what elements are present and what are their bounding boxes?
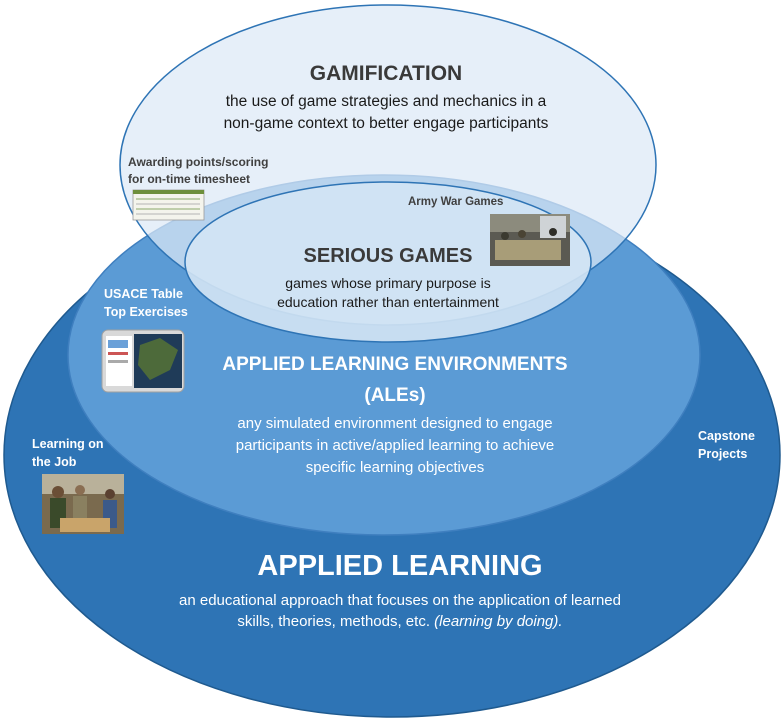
serious-games-title: SERIOUS GAMES (303, 245, 473, 267)
ale-description-line1: any simulated environment designed to en… (237, 415, 553, 432)
learning-on-job-photo (42, 474, 124, 534)
learning-on-job-line1: Learning on (32, 437, 104, 451)
serious-games-description-line2: education rather than entertainment (277, 294, 499, 310)
gamification-description-line2: non-game context to better engage partic… (223, 115, 549, 132)
ale-example-line1: USACE Table (104, 287, 183, 301)
gamification-example-line2: for on-time timesheet (128, 172, 251, 186)
applied-learning-description-line1: an educational approach that focuses on … (179, 592, 621, 609)
ale-title-line1: APPLIED LEARNING ENVIRONMENTS (222, 354, 568, 375)
ale-description-line2: participants in active/applied learning … (235, 437, 555, 454)
gamification-example-line1: Awarding points/scoring (128, 155, 269, 169)
applied-learning-description-line2-plain: skills, theories, methods, etc. (237, 613, 435, 630)
ale-description-line3: specific learning objectives (305, 459, 485, 476)
serious-games-ellipse (184, 181, 592, 343)
army-war-games-photo (490, 214, 570, 266)
applied-learning-description-line2-italic: (learning by doing). (434, 613, 563, 630)
applied-learning-title: APPLIED LEARNING (257, 550, 543, 582)
learning-on-job-line2: the Job (32, 455, 77, 469)
serious-games-description-line1: games whose primary purpose is (285, 275, 491, 291)
ale-title-line2: (ALEs) (364, 385, 426, 406)
gamification-title: GAMIFICATION (309, 62, 463, 85)
applied-learning-description-line2: skills, theories, methods, etc. (learnin… (120, 612, 680, 632)
timesheet-thumbnail (132, 189, 205, 221)
capstone-projects-line2: Projects (698, 447, 748, 461)
usace-tabletop-photo (101, 329, 185, 393)
serious-games-example: Army War Games (408, 196, 504, 208)
capstone-projects-line1: Capstone (698, 429, 755, 443)
gamification-description-line1: the use of game strategies and mechanics… (225, 93, 547, 110)
ale-example-line2: Top Exercises (104, 305, 188, 319)
